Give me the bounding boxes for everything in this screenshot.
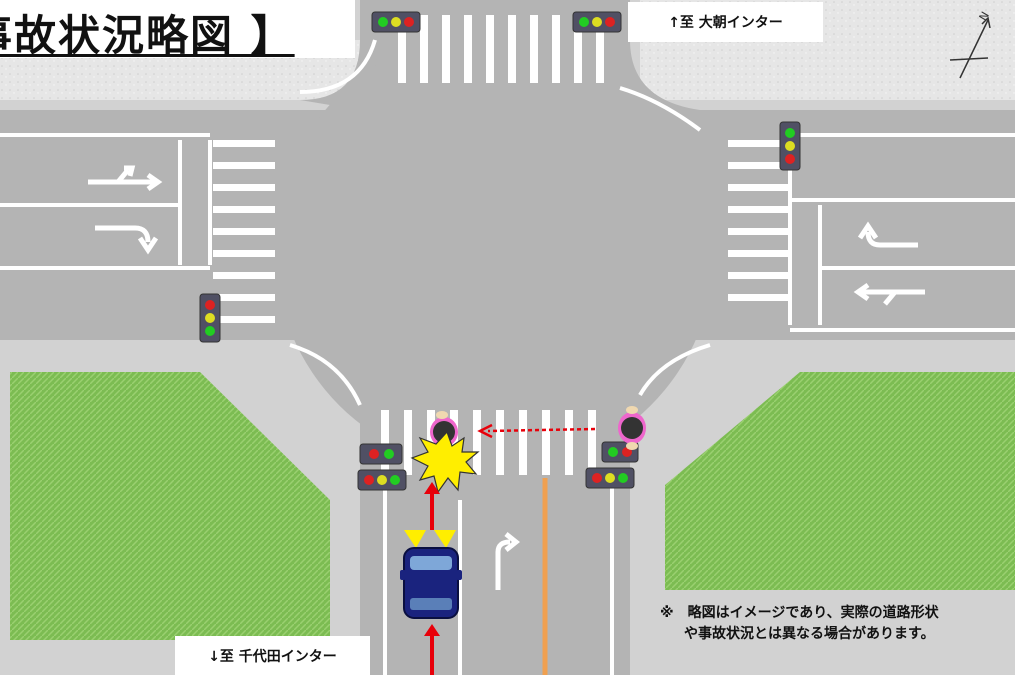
signal-south-west — [357, 469, 407, 491]
south-lane-lines — [383, 480, 614, 675]
north-direction-label: ↑至 大朝インター — [628, 2, 823, 42]
curb-lines — [289, 39, 711, 406]
south-lane-arrow — [495, 532, 521, 590]
south-direction-label: ↓至 千代田インター — [175, 636, 370, 675]
vehicle-path-arrowhead-lower — [424, 624, 440, 636]
page-title: 事故状況略図 】 — [0, 11, 295, 60]
signal-south-east — [585, 467, 635, 489]
west-lane-arrows — [88, 165, 163, 255]
pedestrian-path-arrowhead — [477, 423, 493, 439]
crosswalk-west — [213, 140, 275, 323]
signal-south-west-ped — [359, 443, 403, 465]
north-arrow-icon — [949, 16, 991, 79]
crosswalk-north — [398, 15, 604, 83]
east-lane-arrows — [853, 221, 925, 306]
vehicle-path-arrowhead-upper — [424, 482, 440, 494]
grass-sw — [10, 372, 330, 640]
west-lane-lines — [0, 133, 212, 270]
signal-west — [199, 293, 221, 343]
pedestrian-icon — [618, 406, 646, 450]
east-lane-lines — [788, 133, 1015, 332]
title-box: 事故状況略図 】 — [0, 0, 355, 60]
collision-icon — [410, 430, 480, 494]
signal-north-east — [572, 11, 622, 33]
note-line-1: ※ 略図はイメージであり、実際の道路形状 — [660, 605, 939, 621]
note-line-2: や事故状況とは異なる場合があります。 — [684, 626, 935, 642]
signal-north-west — [371, 11, 421, 33]
pedestrian-path-arrow — [487, 427, 596, 433]
disclaimer-note: ※ 略図はイメージであり、実際の道路形状 や事故状況とは異なる場合があります。 — [660, 603, 1010, 645]
grass-se — [665, 372, 1015, 590]
signal-east — [779, 121, 801, 171]
crosswalk-east — [728, 140, 788, 301]
car-icon — [400, 547, 462, 619]
headlight-beams — [404, 530, 456, 548]
